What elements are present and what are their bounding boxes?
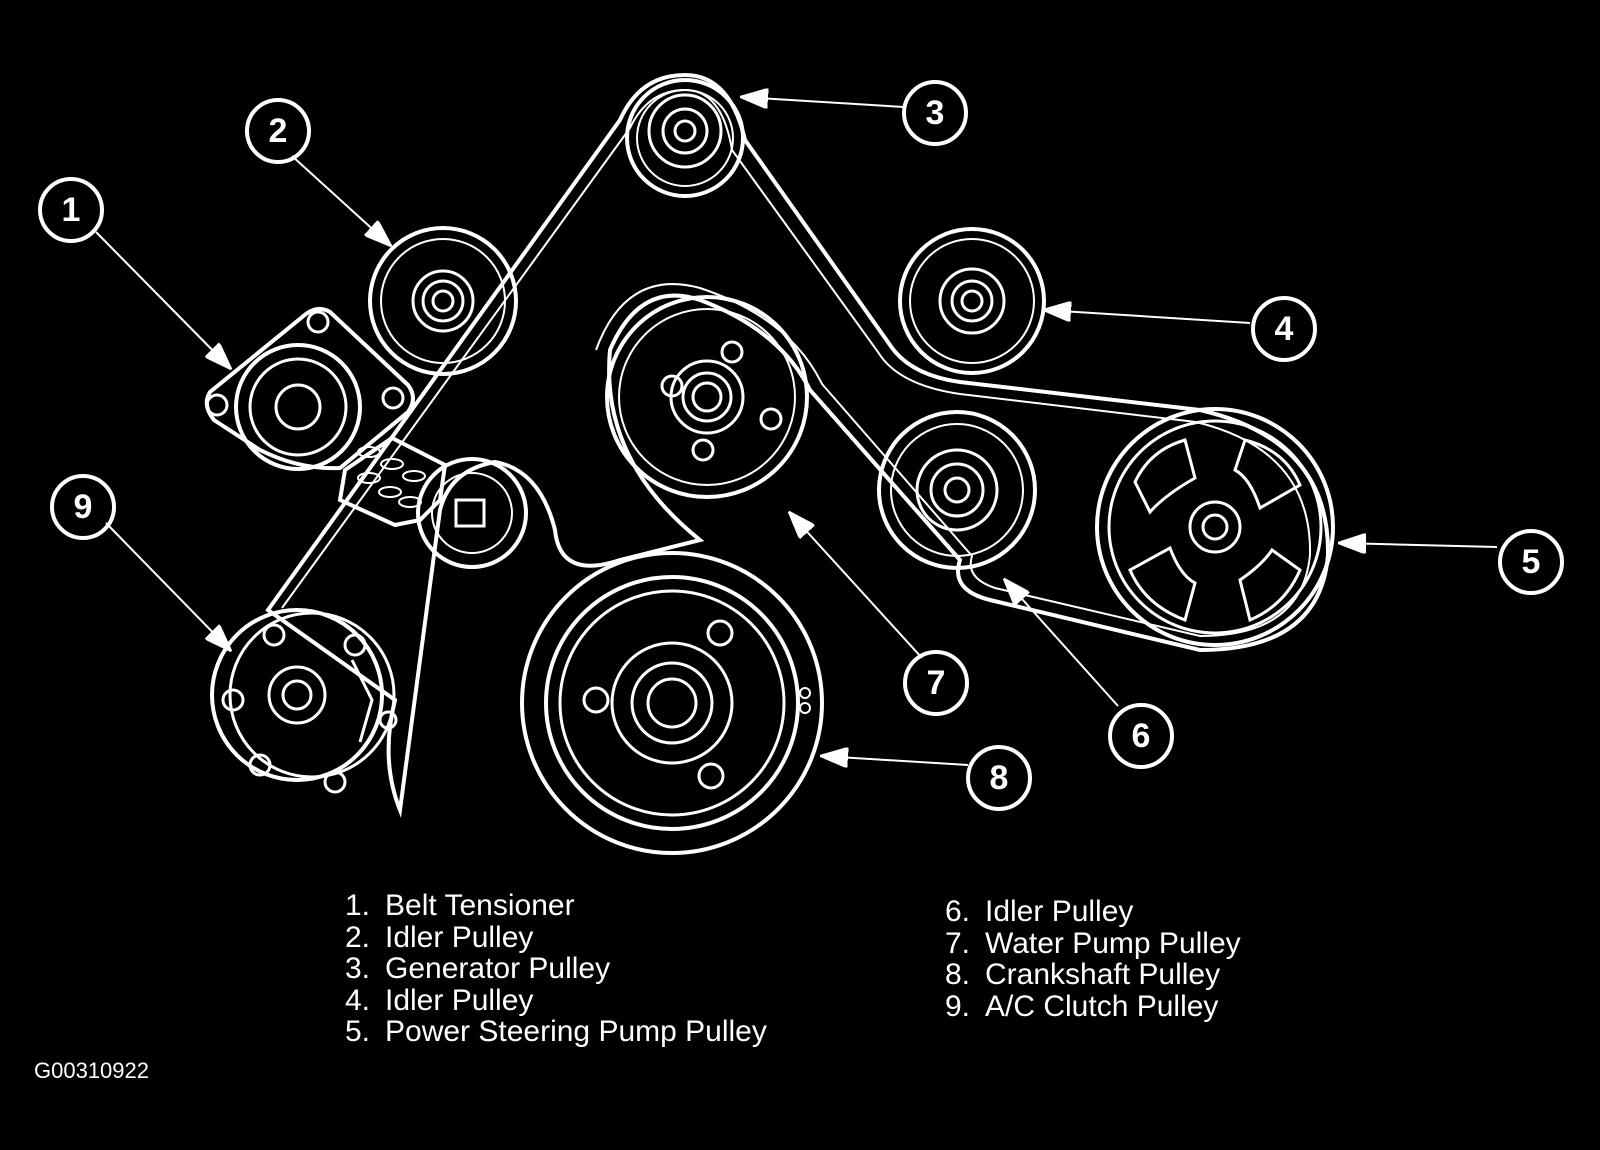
legend-number: 3. — [345, 952, 371, 985]
callout-3: 3 — [902, 80, 968, 146]
callout-4: 4 — [1251, 296, 1317, 362]
callout-3-label: 3 — [926, 94, 945, 132]
legend-number: 8. — [945, 958, 971, 991]
crankshaft-pulley — [520, 551, 824, 855]
callout-5: 5 — [1498, 529, 1564, 595]
leader-arrows — [95, 97, 1498, 765]
legend-number: 2. — [345, 920, 371, 954]
ac-clutch-pulley — [210, 608, 398, 794]
legend-label: A/C Clutch Pulley — [985, 989, 1219, 1023]
callout-6: 6 — [1108, 703, 1174, 769]
legend-number: 1. — [345, 889, 371, 922]
legend-label: Crankshaft Pulley — [985, 958, 1221, 991]
figure-id: G00310922 — [34, 1058, 149, 1083]
legend-right: 6. Idler Pulley 7. Water Pump Pulley 8. Cra… — [945, 896, 1241, 1022]
tensioner-pulley — [416, 457, 528, 569]
power-steering-pump-pulley — [1095, 407, 1335, 647]
callout-7: 7 — [903, 650, 969, 716]
legend-number: 5. — [345, 1015, 371, 1048]
legend-number: 7. — [945, 926, 971, 960]
legend-item-5: 5. Power Steering Pump Pulley — [345, 1016, 767, 1048]
generator-pulley — [625, 78, 745, 198]
legend-label: Idler Pulley — [385, 920, 534, 954]
callout-9-label: 9 — [74, 488, 93, 526]
legend-item-4: 4. Idler Pulley — [345, 983, 767, 1017]
legend-label: Power Steering Pump Pulley — [385, 1015, 767, 1048]
legend-label: Idler Pulley — [385, 983, 534, 1017]
legend-item-9: 9. A/C Clutch Pulley — [945, 989, 1241, 1023]
legend-label: Generator Pulley — [385, 952, 611, 985]
callout-6-label: 6 — [1132, 717, 1151, 755]
legend-label: Belt Tensioner — [385, 889, 575, 922]
callout-5-label: 5 — [1522, 543, 1541, 581]
idler-pulley-6 — [877, 410, 1037, 570]
legend-number: 6. — [945, 895, 971, 928]
legend-number: 9. — [945, 989, 971, 1023]
legend-item-7: 7. Water Pump Pulley — [945, 926, 1241, 960]
legend-item-1: 1. Belt Tensioner — [345, 890, 767, 922]
callout-4-label: 4 — [1275, 310, 1294, 348]
water-pump-pulley — [605, 295, 809, 499]
callout-9: 9 — [50, 474, 116, 540]
idler-pulley-2 — [368, 226, 518, 376]
callout-8: 8 — [966, 745, 1032, 811]
belt-routing-diagram: 1 2 3 4 5 6 7 8 9 — [38, 72, 1564, 855]
legend-item-2: 2. Idler Pulley — [345, 920, 767, 954]
legend-label: Water Pump Pulley — [985, 926, 1241, 960]
legend-label: Idler Pulley — [985, 895, 1134, 928]
callout-7-label: 7 — [927, 664, 946, 702]
callout-1-label: 1 — [62, 191, 81, 229]
legend-number: 4. — [345, 983, 371, 1017]
legend-item-3: 3. Generator Pulley — [345, 953, 767, 985]
callout-1: 1 — [38, 177, 104, 243]
callout-8-label: 8 — [990, 759, 1009, 797]
callout-2-label: 2 — [269, 112, 288, 150]
callout-2: 2 — [245, 98, 311, 164]
legend-item-8: 8. Crankshaft Pulley — [945, 959, 1241, 991]
idler-pulley-4 — [898, 227, 1046, 375]
legend-left: 1. Belt Tensioner 2. Idler Pulley 3. Genera… — [345, 890, 767, 1048]
belt-tensioner — [204, 307, 448, 528]
legend-item-6: 6. Idler Pulley — [945, 896, 1241, 928]
